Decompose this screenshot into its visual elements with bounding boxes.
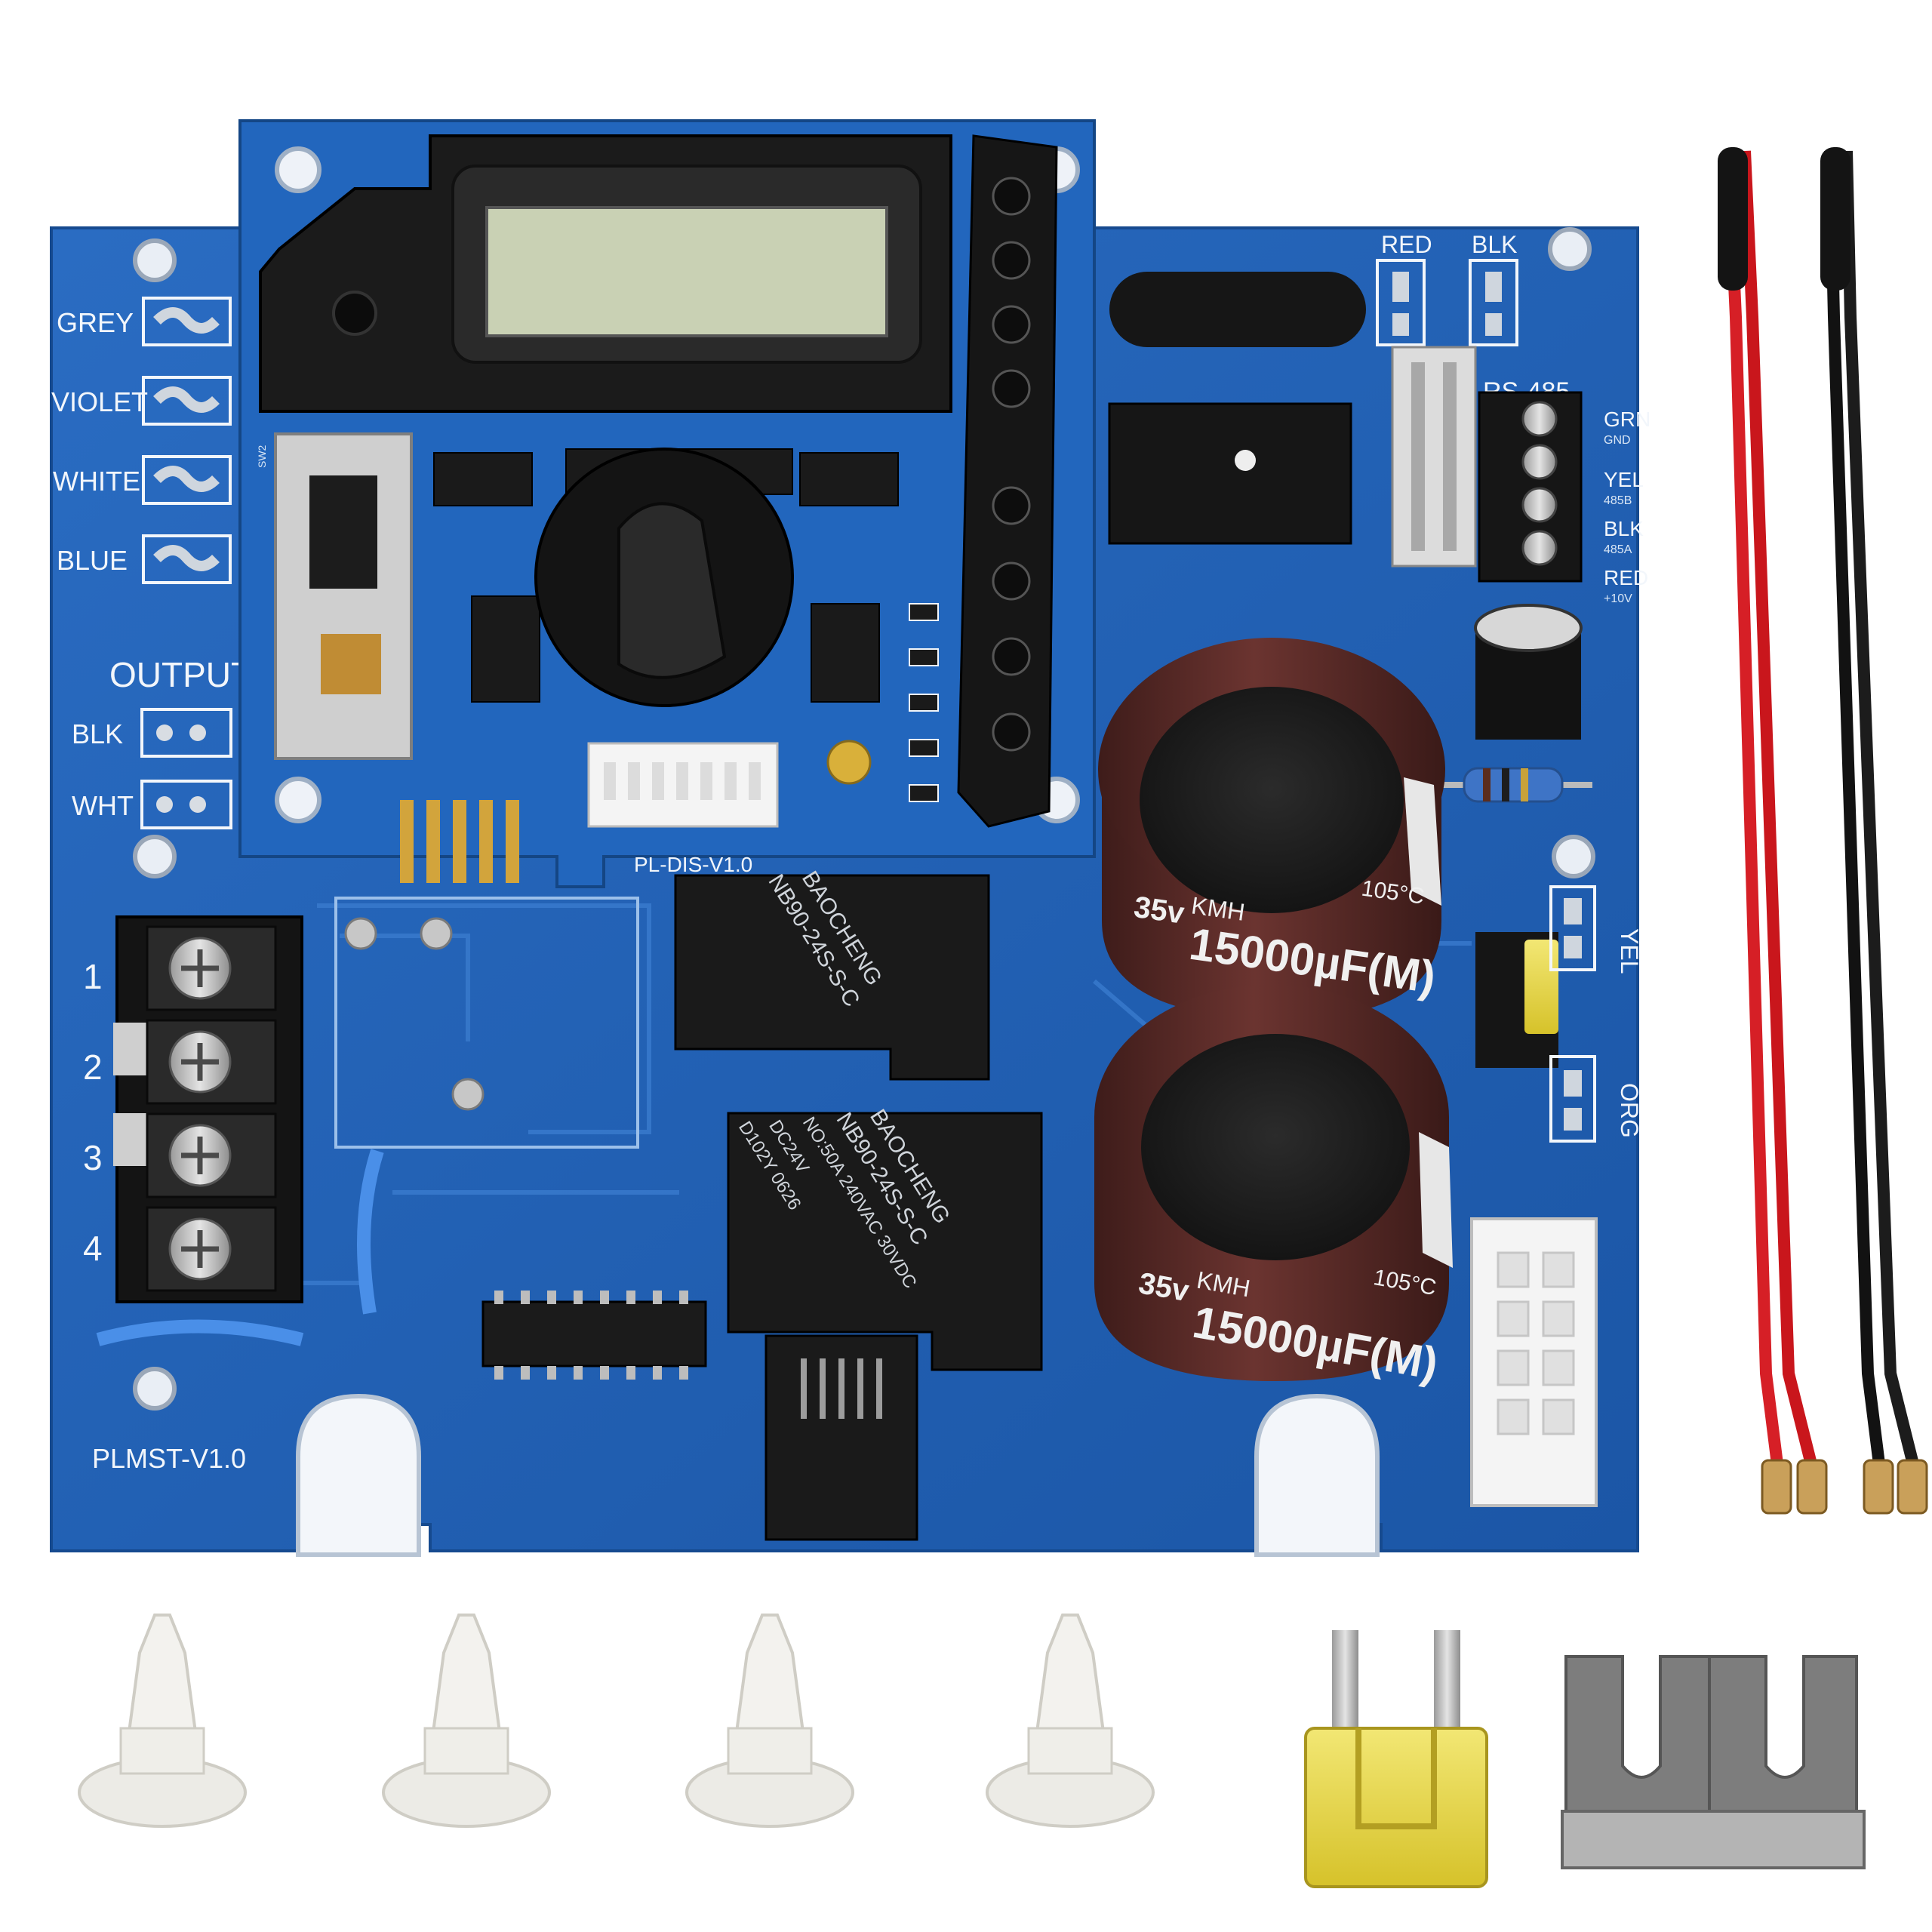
display-board-label: PL-DIS-V1.0 [634, 853, 752, 876]
slide-switch [274, 432, 413, 760]
white-molex-connector [1470, 1217, 1598, 1507]
rs485-pin-1-name: GRN [1604, 408, 1651, 431]
tantalum-capacitor [826, 740, 872, 785]
rj-connector [764, 1334, 918, 1541]
relay-2: BAOCHENG NB90-24S-S-C NO:50A 240VAC 30VD… [727, 1105, 1043, 1371]
output-terminals [140, 708, 232, 829]
white-header-connector [587, 742, 779, 828]
right-wire-label-yel: YEL [1616, 928, 1643, 974]
black-mov-disc [1109, 272, 1366, 347]
wire-label-white: WHITE [53, 466, 140, 497]
output-label-blk: BLK [72, 718, 123, 749]
standoff-4 [986, 1614, 1155, 1828]
smd-resistors [909, 603, 939, 802]
terminal-number-4: 4 [83, 1229, 103, 1268]
screw-terminal-block [113, 915, 303, 1303]
wire-pair-black [1820, 147, 1928, 1515]
rotary-knob[interactable] [534, 448, 794, 707]
standoff-1 [78, 1614, 247, 1828]
standoff-2 [382, 1614, 551, 1828]
wire-pair-red [1718, 147, 1828, 1515]
board-fuse-holder [1475, 932, 1558, 1068]
rs485-pin-3-name: BLK [1604, 517, 1644, 540]
blue-wire-loops [96, 1149, 384, 1346]
wire-label-blue: BLUE [57, 545, 128, 576]
wire-label-grey: GREY [57, 307, 134, 338]
lcd-display [259, 134, 952, 413]
jumper-bridge [1561, 1655, 1866, 1869]
rs485-pin-3-sub: 485A [1604, 543, 1632, 556]
terminal-number-1: 1 [83, 957, 103, 996]
cap-1-voltage: 35v [1132, 891, 1187, 931]
rs485-pin-2-name: YEL [1604, 468, 1644, 491]
right-wire-terminals [1549, 885, 1596, 1143]
led-bar [957, 134, 1058, 828]
display-board: SW2 PL [238, 119, 1096, 888]
rs485-pin-4-sub: +10V [1604, 592, 1632, 605]
main-ic-chip [481, 1291, 707, 1380]
rs485-terminal [1478, 391, 1583, 583]
output-label-wht: WHT [72, 790, 134, 821]
wire-label-violet: VIOLET [51, 386, 148, 417]
large-black-relay [1108, 402, 1352, 545]
terminal-number-2: 2 [83, 1048, 103, 1087]
blade-fuse [1304, 1630, 1488, 1888]
rs485-pin-2-sub: 485B [1604, 494, 1632, 507]
top-wire-label-blk: BLK [1472, 231, 1517, 258]
rs485-pin-1-sub: GND [1604, 434, 1631, 447]
rs485-pin-4-name: RED [1604, 566, 1648, 589]
big-capacitor-1: 35v 15000µF(M) KMH 105°C [1098, 638, 1445, 1019]
right-wire-label-org: ORG [1616, 1083, 1643, 1138]
gold-fingers [400, 800, 519, 883]
output-label: OUTPUT [109, 655, 252, 694]
small-capacitor [1474, 604, 1583, 740]
big-capacitor-2: 35v 15000µF(M) KMH 105°C [1094, 985, 1453, 1389]
left-wire-terminals [142, 297, 232, 584]
main-board-label: PLMST-V1.0 [92, 1443, 246, 1474]
relay-1: BAOCHENG NB90-24S-S-C [674, 867, 990, 1081]
terminal-number-3: 3 [83, 1138, 103, 1177]
standoff-3 [685, 1614, 854, 1828]
top-wire-label-red: RED [1381, 231, 1432, 258]
switch-label: SW2 [256, 445, 268, 468]
heatsink [1391, 346, 1477, 568]
top-wire-terminals [1376, 259, 1518, 346]
resistor [1434, 767, 1592, 803]
